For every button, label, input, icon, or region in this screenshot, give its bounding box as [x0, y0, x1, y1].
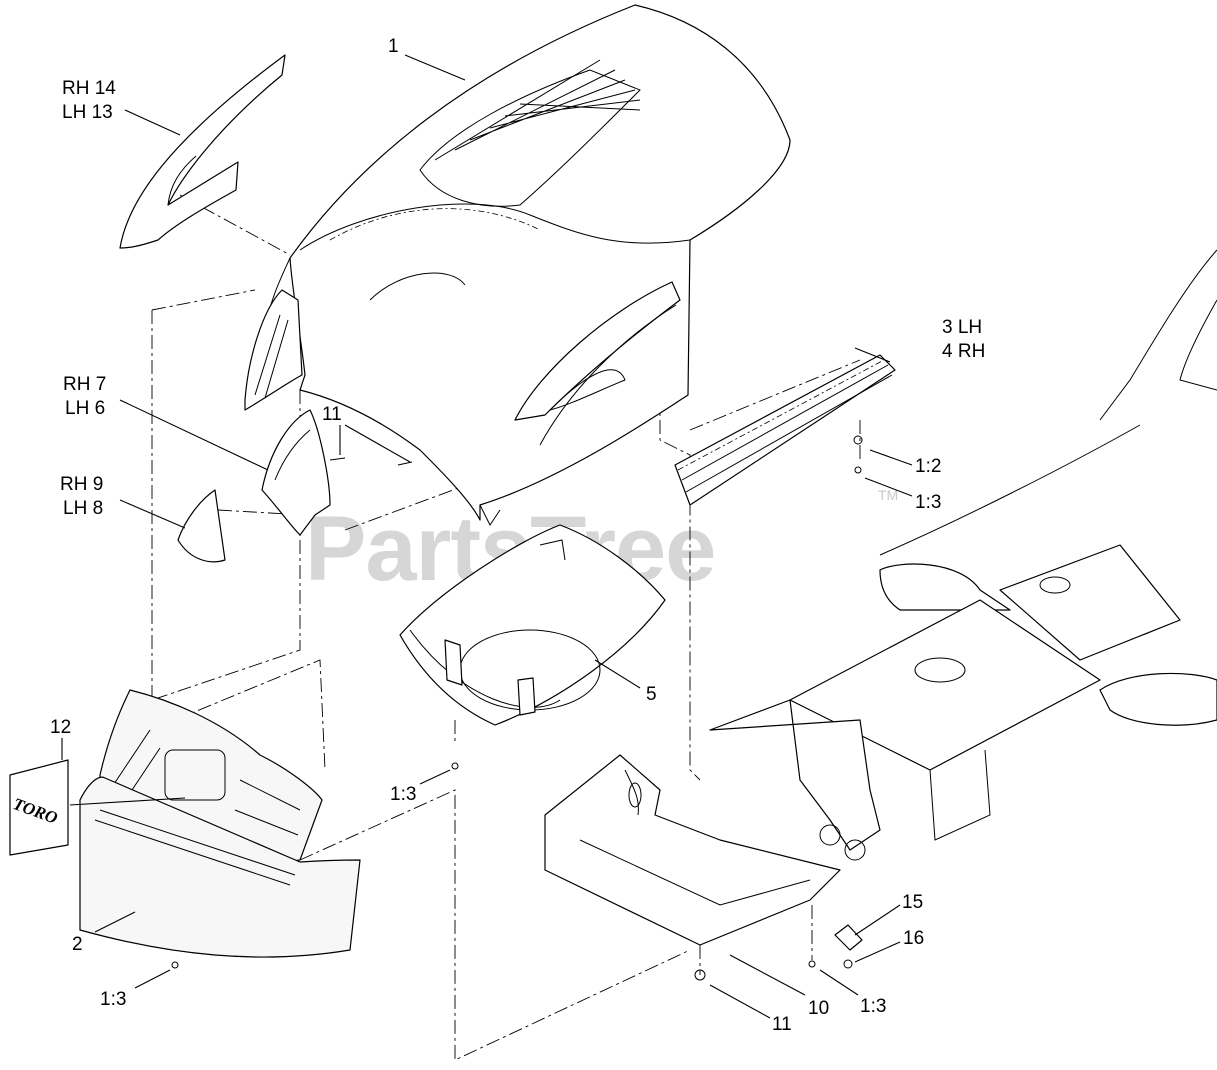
callout-10: 10: [808, 998, 829, 1019]
side-rail-part-3-4: [674, 354, 896, 506]
watermark-trademark: TM: [878, 487, 898, 503]
callout-1: 1: [388, 36, 399, 57]
air-duct-part-6-7: [261, 409, 331, 536]
toro-badge-part-12: TORO: [9, 759, 69, 856]
callout-rh-14: RH 14: [62, 78, 116, 99]
callout-1-3-pan: 1:3: [390, 784, 416, 805]
callout-11-top: 11: [322, 404, 342, 425]
callout-3-lh: 3 LH: [942, 317, 982, 338]
callout-rh-9: RH 9: [60, 474, 103, 495]
vent-cover-part-8-9: [177, 489, 226, 563]
callout-11-bottom: 11: [772, 1014, 792, 1035]
callout-4-rh: 4 RH: [942, 341, 985, 362]
clip-part-15: [834, 924, 863, 951]
hood-side-bracket: [244, 289, 303, 411]
callout-15: 15: [902, 892, 923, 913]
callout-1-3-bracket: 1:3: [860, 996, 886, 1017]
side-decal-part-13-14: [119, 54, 286, 249]
callout-lh-13: LH 13: [62, 102, 113, 123]
callout-lh-8: LH 8: [63, 498, 103, 519]
mounting-bracket-part-10: [544, 754, 841, 946]
screw-part-16: [843, 959, 853, 969]
callout-labels: 1 RH 14 LH 13 RH 7 LH 6 11 RH 9 LH 8 3 L…: [50, 36, 985, 1035]
callout-5: 5: [646, 684, 657, 705]
callout-rh-7: RH 7: [63, 374, 106, 395]
callout-2: 2: [72, 934, 83, 955]
callout-1-2: 1:2: [915, 456, 941, 477]
callout-16: 16: [903, 928, 924, 949]
tractor-frame: [709, 249, 1217, 861]
hood-pan-part-5: [399, 524, 666, 726]
callout-1-3-rail: 1:3: [915, 492, 941, 513]
leader-lines: [61, 54, 913, 1019]
callout-12: 12: [50, 717, 71, 738]
grille-bumper-part-2: [79, 689, 361, 958]
callout-lh-6: LH 6: [65, 398, 105, 419]
fasteners: [171, 435, 863, 981]
hood-part-1: [264, 4, 791, 526]
callout-1-3-bumper: 1:3: [100, 989, 126, 1010]
